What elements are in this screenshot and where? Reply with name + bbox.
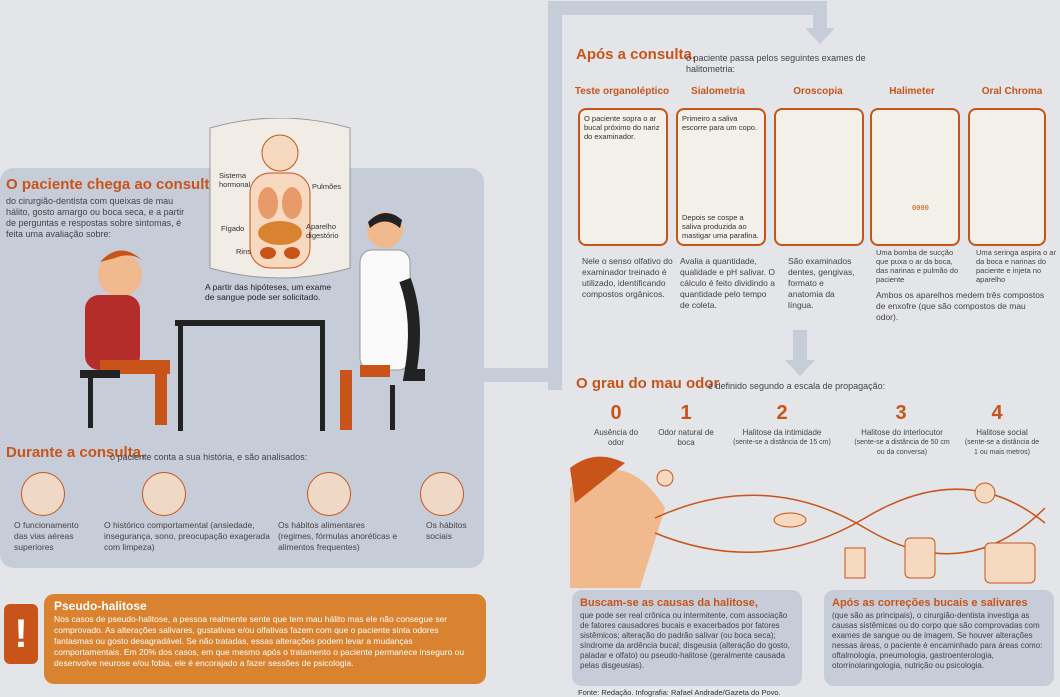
grau-sub: é definido segundo a escala de propagaçã…: [708, 381, 886, 391]
degree-3-number: 3: [895, 402, 907, 424]
source-credit: Fonte: Redação. Infografia: Rafael Andra…: [578, 688, 781, 697]
item-sociais: Os hábitos sociais: [426, 520, 467, 541]
correcoes-text: (que são as principais), o cirurgião-den…: [832, 611, 1043, 670]
correcoes-panel: [824, 590, 1054, 686]
degree-3-note: (sente-se a distância de 50 cm ou da con…: [854, 439, 950, 456]
flow-connector: [480, 1, 835, 390]
item-historico: O histórico comportamental (ansiedade, i…: [104, 520, 270, 552]
box-sialometria: Primeiro a saliva escorre para um copo. …: [676, 108, 766, 246]
degree-2-label: Halitose da intimidade: [742, 428, 822, 437]
degree-4-note: (sente-se a distância de 1 ou mais metro…: [964, 439, 1040, 456]
degree-1-number: 1: [680, 402, 692, 424]
label-pulmoes: Pulmões: [312, 182, 342, 191]
degree-3-label: Halitose do interlocutor: [861, 428, 943, 437]
method-title-oral-chroma: Oral Chroma: [981, 86, 1043, 97]
brain-icon: [142, 472, 186, 516]
label-hormonal: Sistema hormonal: [219, 171, 251, 189]
method-title-halimeter: Halimeter: [889, 86, 935, 97]
degree-0-number: 0: [610, 402, 622, 424]
causas-text: que pode ser real crônica ou intermitent…: [580, 611, 790, 670]
box-organoleptico: O paciente sopra o ar bucal próximo do n…: [578, 108, 668, 246]
odor-propagation-illustration: [570, 456, 1046, 588]
causas-title: Buscam-se as causas da halitose,: [580, 597, 758, 609]
chega-text: do cirurgião-dentista com queixas de mau…: [6, 196, 185, 239]
desc-oral-chroma: Uma seringa aspira o ar da boca e narina…: [976, 248, 1057, 284]
chega-title: O paciente chega ao consultório: [6, 176, 238, 193]
desc-oroscopia: São examinados dentes, gengivas, formato…: [788, 256, 855, 310]
durante-title: Durante a consulta,: [6, 444, 146, 461]
pseudo-halitose-box: [44, 594, 486, 684]
causas-panel: [572, 590, 802, 686]
vias-aereas-icon: [21, 472, 65, 516]
warning-icon: !: [4, 604, 38, 664]
label-rins: Rins: [236, 247, 252, 256]
degree-4-label: Halitose social: [976, 428, 1028, 437]
item-vias-aereas: O funcionamento das vias aéreas superior…: [14, 520, 79, 552]
alimentos-icon: [307, 472, 351, 516]
desc-sialometria: Avalia a quantidade, qualidade e pH sali…: [680, 256, 775, 310]
hipoteses-text: A partir das hipóteses, um exame de sang…: [205, 282, 332, 302]
box-sialometria-text: Primeiro a saliva escorre para um copo.: [682, 114, 758, 132]
degree-2-note: (sente-se a distância de 15 cm): [733, 439, 831, 446]
pseudo-text: Nos casos de pseudo-halitose, a pessoa r…: [54, 614, 465, 668]
box-sialometria-text-2: Depois se cospe a saliva produzida ao ma…: [682, 213, 759, 240]
box-oral-chroma: [968, 108, 1046, 246]
method-title-organoleptico: Teste organoléptico: [574, 86, 670, 97]
method-title-oroscopia: Oroscopia: [793, 86, 843, 97]
pseudo-title: Pseudo-halitose: [54, 599, 147, 613]
grau-title: O grau do mau odor: [576, 375, 720, 392]
box-halimeter: 0000: [870, 108, 960, 246]
correcoes-title: Após as correções bucais e salivares: [832, 597, 1028, 609]
degree-0-label: Ausência do odor: [593, 428, 639, 447]
box-oroscopia: [774, 108, 864, 246]
apos-sub: o paciente passa pelos seguintes exames …: [686, 53, 866, 74]
halimeter-display: 0000: [912, 204, 929, 212]
consultation-scene: [80, 212, 425, 431]
method-title-sialometria: Sialometria: [691, 86, 745, 97]
body-organs-illustration: [209, 118, 351, 279]
item-alimentares: Os hábitos alimentares (regimes, fórmula…: [278, 520, 398, 552]
box-organoleptico-text: O paciente sopra o ar bucal próximo do n…: [584, 114, 660, 141]
desc-halimeter: Uma bomba de sucção que puxa o ar da boc…: [876, 248, 959, 284]
degree-1-label: Odor natural de boca: [658, 428, 714, 447]
desc-organoleptico: Nele o senso olfativo do examinador trei…: [582, 256, 673, 299]
durante-sub: o paciente conta a sua história, e são a…: [110, 452, 308, 462]
label-figado: Fígado: [221, 224, 245, 233]
aparelhos-note: Ambos os aparelhos medem três compostos …: [876, 290, 1045, 322]
degree-4-number: 4: [991, 402, 1003, 424]
social-icon: [420, 472, 464, 516]
apos-title: Após a consulta,: [576, 46, 697, 63]
degree-2-number: 2: [776, 402, 788, 424]
label-digestorio: Aparelho digestório: [306, 222, 339, 240]
